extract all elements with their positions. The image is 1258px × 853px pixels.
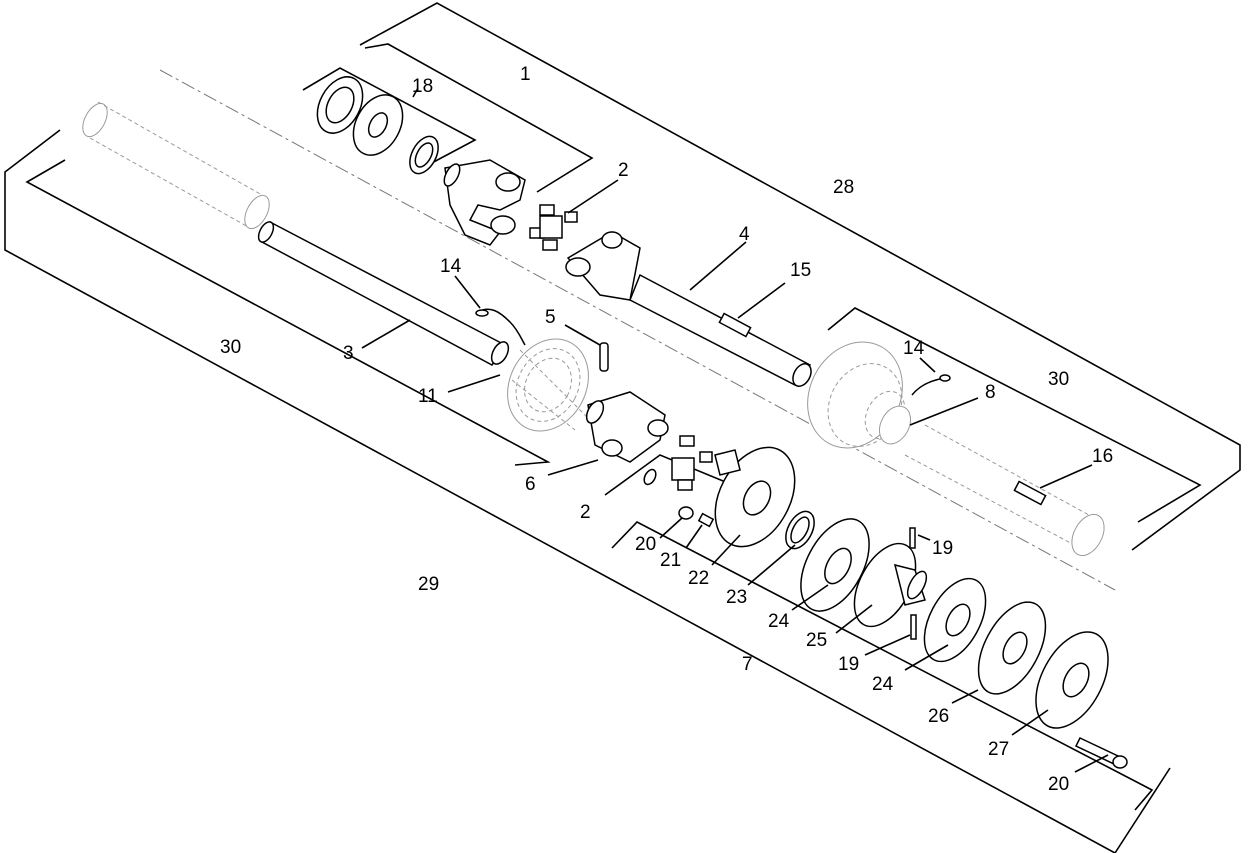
driveline-centerline	[159, 69, 1116, 591]
inner-tube	[257, 220, 510, 366]
bracket-18	[302, 67, 477, 166]
callout-labels: 1 18 2 28 4 14 15 5 30 3 14 30 8 11 16 6…	[220, 64, 1113, 795]
guard-cone-right	[807, 341, 912, 449]
safety-chain-right	[911, 374, 951, 396]
outer-tube-yoke	[565, 231, 812, 387]
cross-kit-lower	[643, 435, 713, 491]
yoke-1	[443, 159, 526, 246]
pin-19b	[910, 614, 917, 640]
bracket-1	[364, 43, 594, 193]
callout-8: 8	[985, 382, 996, 403]
guard-cone-left	[507, 338, 591, 432]
friction-discs-18	[316, 76, 439, 175]
spring-21	[697, 512, 715, 528]
pressure-plate-26	[977, 601, 1047, 695]
callout-7: 7	[742, 654, 753, 675]
cross-kit-top	[529, 204, 578, 251]
nut-20	[678, 506, 694, 520]
callout-29: 29	[418, 574, 439, 595]
callout-24-left: 24	[768, 611, 790, 632]
bracket-30-right	[827, 307, 1202, 523]
callout-19-top: 19	[932, 538, 953, 559]
bolt-20	[1074, 737, 1128, 769]
callout-14-left: 14	[440, 256, 462, 277]
roll-pin	[599, 342, 609, 372]
callout-20-top: 20	[635, 534, 656, 555]
callout-18: 18	[412, 76, 433, 97]
callout-23: 23	[726, 587, 747, 608]
callout-30-right: 30	[1048, 369, 1069, 390]
callout-26: 26	[928, 706, 949, 727]
cover-27	[1035, 631, 1109, 729]
callout-6: 6	[525, 474, 536, 495]
callout-15: 15	[790, 260, 811, 281]
callout-2-top: 2	[618, 160, 629, 181]
inner-yoke	[585, 391, 669, 463]
decal-16	[1013, 480, 1047, 506]
callout-3: 3	[343, 343, 354, 364]
callout-19-lower: 19	[838, 654, 859, 675]
decal-15	[718, 312, 752, 338]
bracket-30-left	[25, 159, 551, 466]
callout-27: 27	[988, 739, 1009, 760]
outer-guard-tube-right-ghost	[904, 424, 1105, 557]
safety-chain-left	[475, 308, 526, 346]
bracket-28	[359, 2, 1241, 551]
outer-guard-tube-ghost	[82, 101, 270, 230]
callout-11: 11	[418, 386, 438, 407]
bracket-2-lower	[604, 454, 746, 496]
flange-yoke	[714, 446, 796, 548]
leader-lines	[361, 87, 1109, 773]
callout-30-left: 30	[220, 337, 241, 358]
friction-disc-24b	[923, 577, 987, 663]
bushing-23	[785, 510, 815, 550]
callout-5: 5	[545, 307, 556, 328]
callout-4: 4	[739, 224, 750, 245]
bracket-29	[4, 129, 1171, 853]
callout-1: 1	[520, 64, 531, 85]
callout-20-lower: 20	[1048, 774, 1069, 795]
callout-16: 16	[1092, 446, 1113, 467]
bracket-7	[611, 521, 1154, 811]
callout-22: 22	[688, 568, 709, 589]
callout-2-lower: 2	[580, 502, 591, 523]
pin-19a	[909, 527, 916, 549]
callout-28: 28	[833, 177, 854, 198]
callout-14-right: 14	[903, 338, 925, 359]
callout-24-right: 24	[872, 674, 894, 695]
callout-25: 25	[806, 630, 827, 651]
hub-25	[853, 542, 928, 628]
callout-21: 21	[660, 550, 681, 571]
